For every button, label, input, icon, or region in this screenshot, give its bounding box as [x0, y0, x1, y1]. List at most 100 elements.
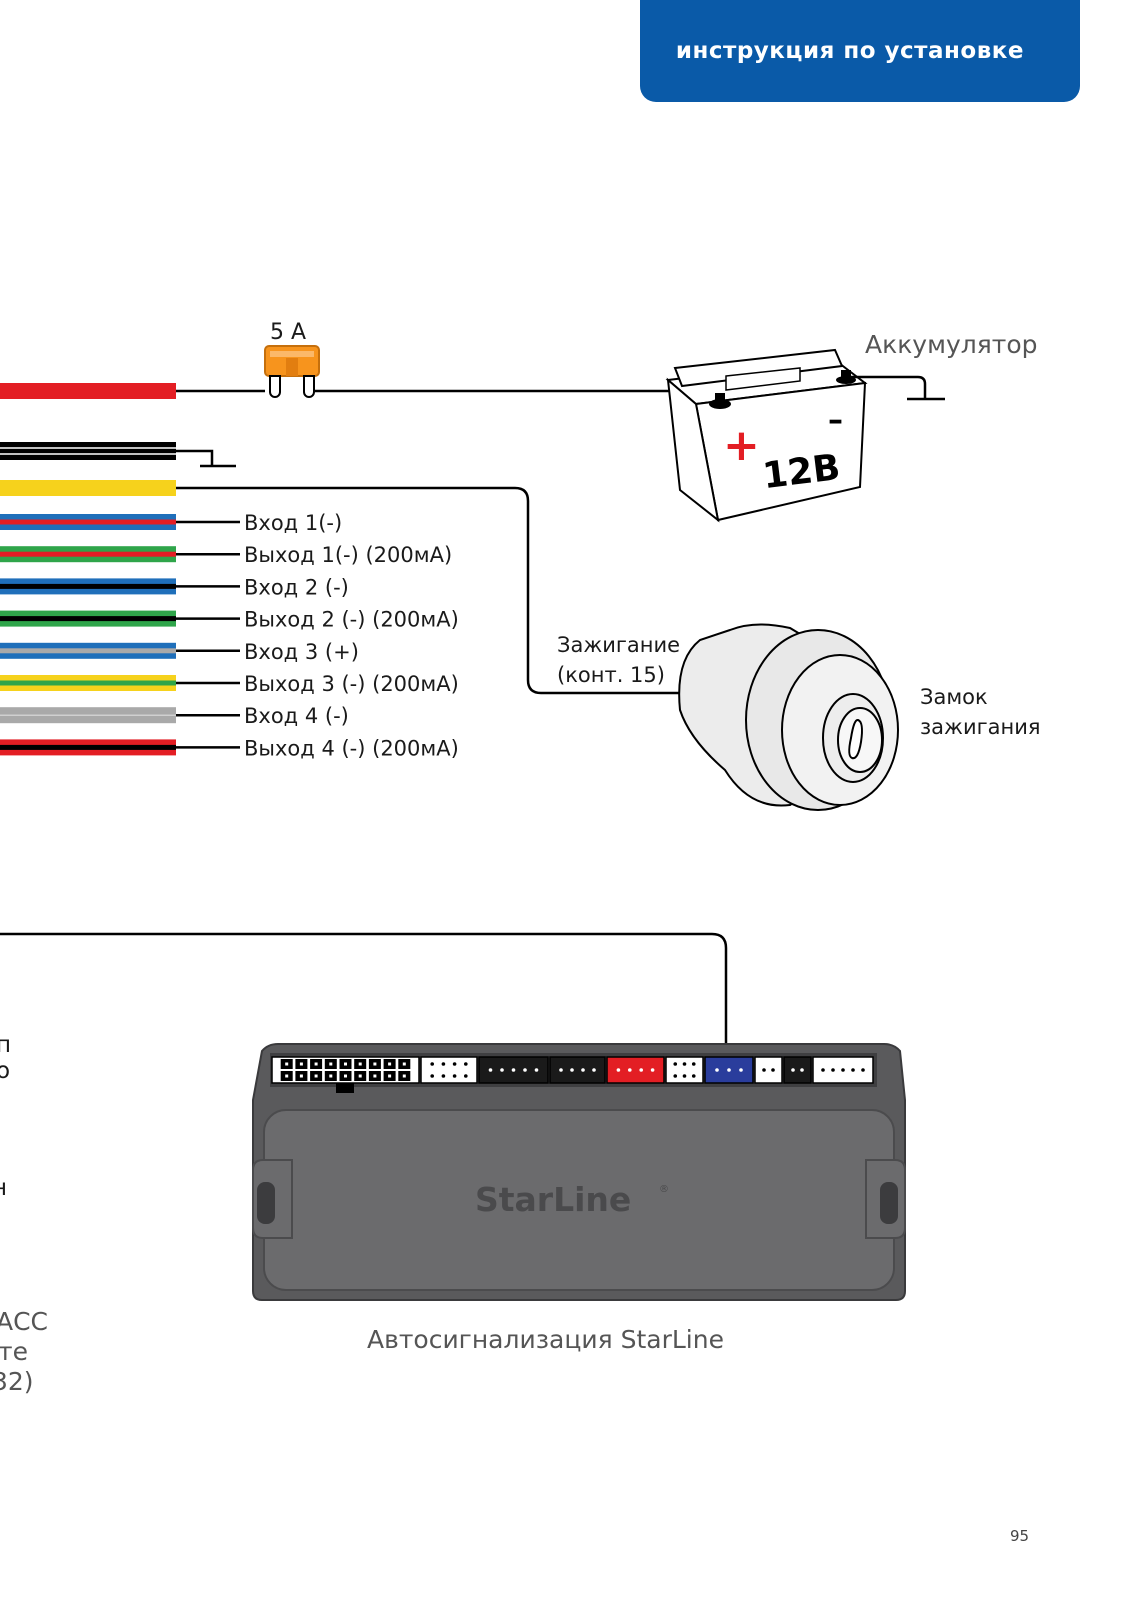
wire-stripe-2 [0, 551, 176, 557]
wire-stripe-6 [0, 680, 176, 686]
page-number: 95 [1010, 1527, 1030, 1545]
connector-pin-hole [344, 1074, 347, 1078]
connector-pin-hole [402, 1062, 406, 1066]
left-fragment-2: о [0, 1058, 10, 1084]
left-fragment-1: п [0, 1032, 11, 1058]
connector-pin [791, 1068, 795, 1072]
connector-pin [511, 1068, 516, 1072]
connector-pin-hole [314, 1074, 318, 1078]
connector-pin [441, 1074, 446, 1078]
connector-pin [592, 1068, 596, 1072]
header-tab: инструкция по установке [640, 0, 1080, 102]
connector-pin [831, 1068, 835, 1072]
connector-pin-hole [402, 1074, 406, 1078]
battery-voltage: 12В [761, 447, 843, 497]
connector-pin [628, 1068, 632, 1072]
connector-pin [851, 1068, 855, 1072]
connector-pin-hole [285, 1074, 289, 1078]
left-fragment-6: 32) [0, 1367, 34, 1396]
connector-4 [549, 1056, 606, 1084]
connector-pin [650, 1068, 655, 1072]
connector-2 [420, 1056, 478, 1084]
power-wire-black [0, 442, 176, 460]
connector-pin [570, 1068, 574, 1072]
connector-pin-hole [329, 1062, 333, 1066]
fuse-label: 5 А [270, 320, 306, 345]
connector-pin-hole [388, 1074, 392, 1078]
connector-pin [616, 1068, 621, 1072]
power-wires [0, 383, 176, 496]
battery-plus-sign: + [723, 420, 760, 471]
connector-pin [441, 1062, 446, 1066]
power-wire-yellow [0, 480, 176, 496]
connector-pin [581, 1068, 585, 1072]
connector-pin [771, 1068, 775, 1072]
left-fragment-4: АСС [0, 1307, 48, 1336]
bus-wire [0, 932, 728, 1072]
signal-wires: Вход 1(-) Выход 1(-) (200мА) Вход 2 (-) Вых… [0, 511, 459, 760]
connector-pin [682, 1074, 687, 1078]
ignition-switch-label: Замок [920, 685, 988, 709]
connector-latch [336, 1083, 354, 1093]
connector-pin [534, 1068, 539, 1072]
connector-pin [682, 1062, 687, 1066]
connector-pin-hole [344, 1062, 347, 1066]
connector-6 [665, 1056, 704, 1084]
wire-stripe-1 [0, 519, 176, 525]
battery-label: Аккумулятор [865, 330, 1038, 359]
connector-pin-hole [314, 1062, 318, 1066]
connector-pin-hole [373, 1062, 377, 1066]
connector-pin [800, 1068, 804, 1072]
connector-pin-hole [299, 1062, 303, 1066]
connector-pin [430, 1074, 435, 1078]
connector-pin [488, 1068, 493, 1072]
battery-ground-icon [850, 375, 945, 401]
connector-pin [464, 1074, 468, 1078]
connector-pin [673, 1062, 678, 1066]
connector-pin [430, 1062, 435, 1066]
connector-pin [762, 1068, 766, 1072]
connector-pin [841, 1068, 845, 1072]
connector-pin [691, 1074, 696, 1078]
connector-pin-hole [285, 1062, 289, 1066]
registered-icon: ® [659, 1184, 669, 1195]
connector-pin-hole [329, 1074, 333, 1078]
wire-stripe-8 [0, 744, 176, 750]
connector-pin-hole [299, 1074, 303, 1078]
connector-pin [639, 1068, 643, 1072]
wire-label-7: Вход 4 (-) [244, 704, 349, 728]
connector-pin [452, 1074, 457, 1078]
ignition-wire-contact: (конт. 15) [557, 663, 665, 687]
wire-label-3: Вход 2 (-) [244, 575, 349, 599]
connector-pin [500, 1068, 504, 1072]
unit-caption: Автосигнализация StarLine [367, 1325, 724, 1354]
connector-pin [691, 1062, 696, 1066]
connector-pin [739, 1068, 743, 1072]
left-fragment-3: н [0, 1175, 7, 1201]
wire-stripe-5 [0, 648, 176, 654]
wire-label-8: Выход 4 (-) (200мА) [244, 736, 459, 760]
ignition-switch-icon [678, 623, 899, 811]
connector-pin [821, 1068, 825, 1072]
ignition-switch-label-2: зажигания [920, 715, 1041, 739]
wire-label-6: Выход 3 (-) (200мА) [244, 672, 459, 696]
power-wire-red [0, 383, 176, 399]
connector-pin-hole [373, 1074, 377, 1078]
connector-pin-hole [358, 1074, 362, 1078]
fuse-icon [264, 345, 320, 398]
wire-label-1: Вход 1(-) [244, 511, 342, 535]
battery-minus-sign: – [828, 403, 843, 438]
connector-8 [754, 1056, 783, 1084]
battery-icon [665, 348, 868, 523]
ignition-wire-label: Зажигание [557, 633, 680, 657]
wire-label-4: Выход 2 (-) (200мА) [244, 608, 459, 632]
connector-9 [783, 1056, 812, 1084]
connector-pin [523, 1068, 527, 1072]
ground-icon [176, 449, 236, 468]
wire-label-2: Выход 1(-) (200мА) [244, 543, 452, 567]
connector-pin [727, 1068, 731, 1072]
wire-stripe-4 [0, 616, 176, 622]
connector-pin [559, 1068, 563, 1072]
connector-pin [452, 1062, 457, 1066]
